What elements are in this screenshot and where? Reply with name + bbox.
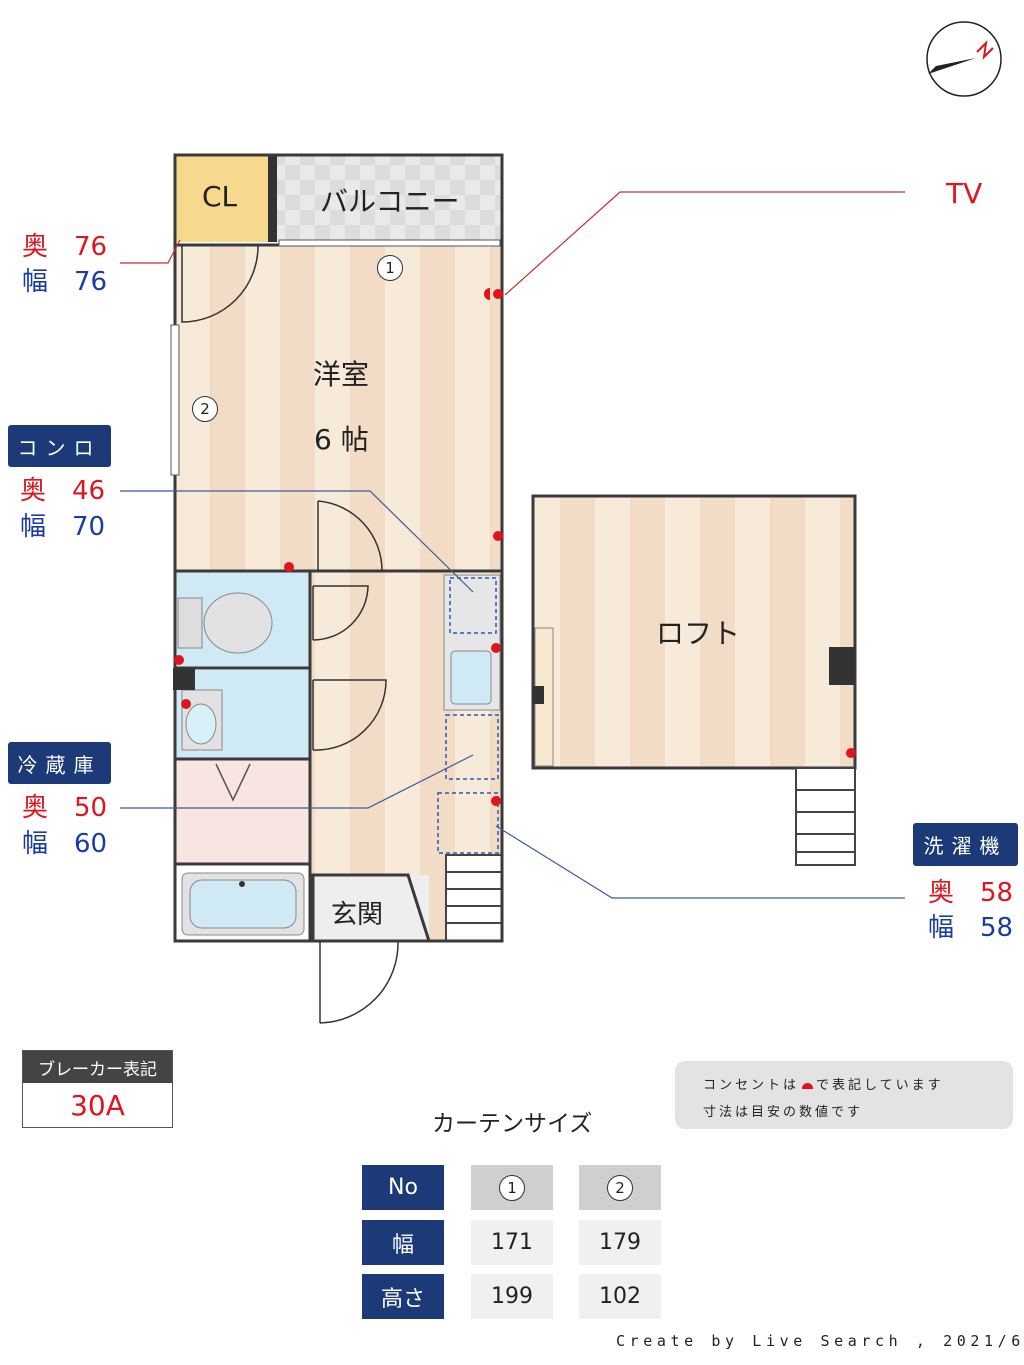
depth-value: 46: [72, 476, 106, 506]
curtain-width-2: 179: [579, 1220, 661, 1265]
curtain-col-2: 2: [579, 1165, 661, 1210]
credit-text: Create by Live Search , 2021/6: [616, 1332, 1024, 1350]
notes-box: コンセントは で表記しています 寸法は目安の数値です: [675, 1061, 1013, 1129]
toilet-fixture: [177, 592, 273, 654]
loft-label: ロフト: [656, 617, 741, 650]
leader-lines: [120, 191, 905, 899]
washer-width: 幅 58: [928, 913, 1013, 943]
loft-ladder: [795, 767, 856, 866]
curtain-header-no: No: [362, 1165, 444, 1210]
depth-value: 50: [74, 793, 108, 823]
closet-depth: 奥 76: [22, 232, 107, 262]
stove-depth: 奥 46: [20, 476, 105, 506]
fridge-tag: 冷蔵庫: [8, 742, 111, 784]
kitchen-counter: [443, 574, 501, 711]
breaker-box: ブレーカー表記 30A: [22, 1050, 173, 1128]
outlet-note-text: コンセントは: [703, 1078, 800, 1093]
dressing-area: [176, 760, 310, 864]
outlet-icon: [802, 1082, 814, 1089]
loft-floor: [531, 494, 857, 770]
closet-label: CL: [202, 180, 238, 213]
doors: [181, 245, 399, 1024]
curtain-title: カーテンサイズ: [432, 1111, 593, 1137]
western-room-size-label: 6 帖: [314, 423, 369, 456]
fridge-width: 幅 60: [22, 829, 107, 859]
depth-value: 76: [74, 232, 108, 262]
depth-key: 奥: [20, 476, 47, 506]
curtain-row-height: 高さ: [362, 1274, 444, 1319]
window-marker-2: 2: [607, 1174, 633, 1201]
disclaimer-note: 寸法は目安の数値です: [703, 1105, 864, 1120]
window-marker-1: 1: [377, 255, 403, 281]
width-key: 幅: [22, 267, 49, 297]
depth-key: 奥: [22, 232, 49, 262]
width-value: 76: [74, 267, 108, 297]
window-marker-1: 1: [499, 1174, 525, 1201]
balcony-label: バルコニー: [320, 185, 460, 218]
closet-area: [176, 155, 268, 242]
north-compass-icon: [926, 21, 1002, 97]
closet-width: 幅 76: [22, 267, 107, 297]
bathtub: [181, 872, 305, 936]
washer-tag: 洗濯機: [913, 823, 1018, 866]
curtain-height-2: 102: [579, 1274, 661, 1319]
breaker-value: 30A: [70, 1088, 125, 1122]
width-value: 60: [74, 829, 108, 859]
washer-space: [437, 792, 499, 854]
wash-basin: [181, 689, 223, 751]
tv-label: TV: [946, 177, 983, 210]
stove-tag: コンロ: [8, 425, 111, 467]
stairs: [445, 854, 503, 942]
entrance-label: 玄関: [331, 900, 384, 930]
outlet-note-suffix: で表記しています: [816, 1078, 944, 1093]
breaker-title: ブレーカー表記: [23, 1051, 172, 1083]
width-key: 幅: [20, 512, 47, 542]
fridge-depth: 奥 50: [22, 793, 107, 823]
width-key: 幅: [928, 913, 955, 943]
curtain-row-width: 幅: [362, 1220, 444, 1265]
washer-depth: 奥 58: [928, 878, 1013, 908]
depth-key: 奥: [928, 878, 955, 908]
width-value: 70: [72, 512, 106, 542]
outlet-note: コンセントは で表記しています: [703, 1074, 944, 1093]
curtain-width-1: 171: [471, 1220, 553, 1265]
depth-value: 58: [980, 878, 1014, 908]
curtain-height-1: 199: [471, 1274, 553, 1319]
outlet-markers: [174, 288, 856, 806]
width-key: 幅: [22, 829, 49, 859]
balcony-area: [277, 155, 502, 242]
fridge-space: [445, 714, 499, 780]
depth-key: 奥: [22, 793, 49, 823]
width-value: 58: [980, 913, 1014, 943]
western-room-floor: [176, 245, 502, 571]
western-room-label: 洋室: [313, 358, 370, 391]
stove-width: 幅 70: [20, 512, 105, 542]
curtain-col-1: 1: [471, 1165, 553, 1210]
entrance-floor: [313, 875, 429, 941]
window-marker-2: 2: [192, 396, 218, 422]
